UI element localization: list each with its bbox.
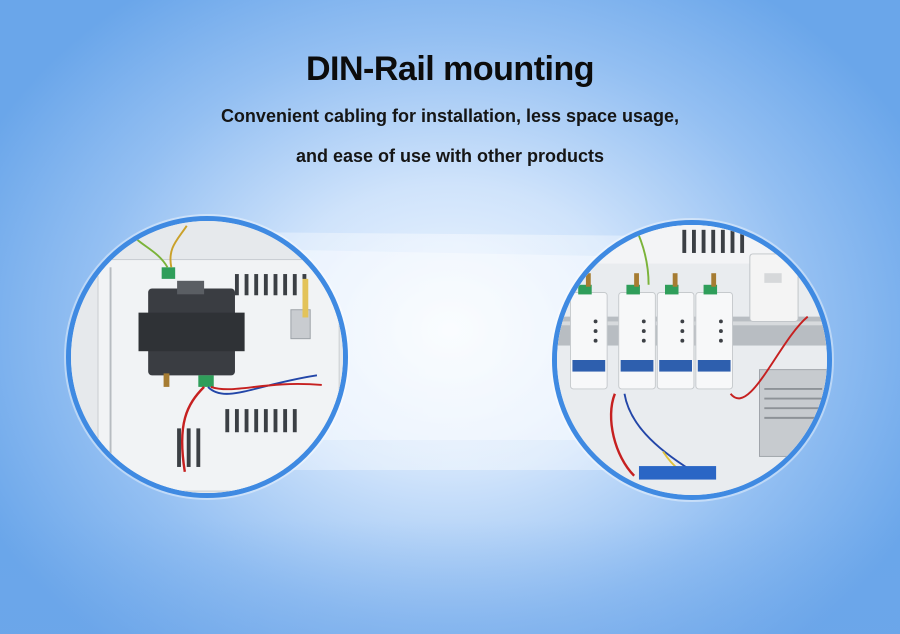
- page-title: DIN-Rail mounting: [305, 50, 595, 88]
- floor-reflection: [0, 520, 900, 634]
- photo-circle-right: [552, 220, 832, 500]
- subtitle-line-1: Convenient cabling for installation, les…: [220, 106, 680, 126]
- din-rail-modules-illustration: [557, 225, 827, 495]
- subtitle-line-2: and ease of use with other products: [295, 146, 605, 166]
- photo-circle-left: [66, 216, 348, 498]
- single-gateway-illustration: [71, 221, 343, 493]
